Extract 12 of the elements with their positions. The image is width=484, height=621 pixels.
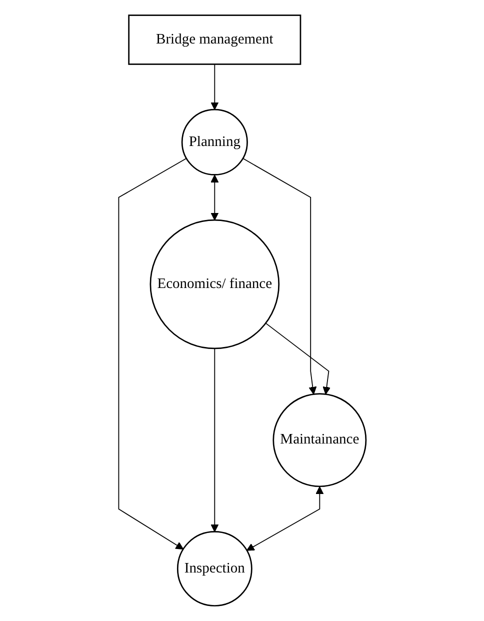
node-circle: Maintainance	[272, 393, 366, 488]
node-circle: Planning	[181, 108, 248, 176]
node-circle: Economics/ finance	[149, 219, 280, 350]
arrow	[242, 158, 316, 395]
arrow	[210, 174, 218, 220]
node-circle: Inspection	[176, 531, 252, 606]
arrow	[210, 348, 218, 532]
arrow	[118, 158, 187, 550]
arrow	[246, 486, 324, 551]
arrow	[264, 322, 330, 395]
arrow	[210, 64, 218, 110]
node-box: Bridge management	[128, 14, 301, 65]
